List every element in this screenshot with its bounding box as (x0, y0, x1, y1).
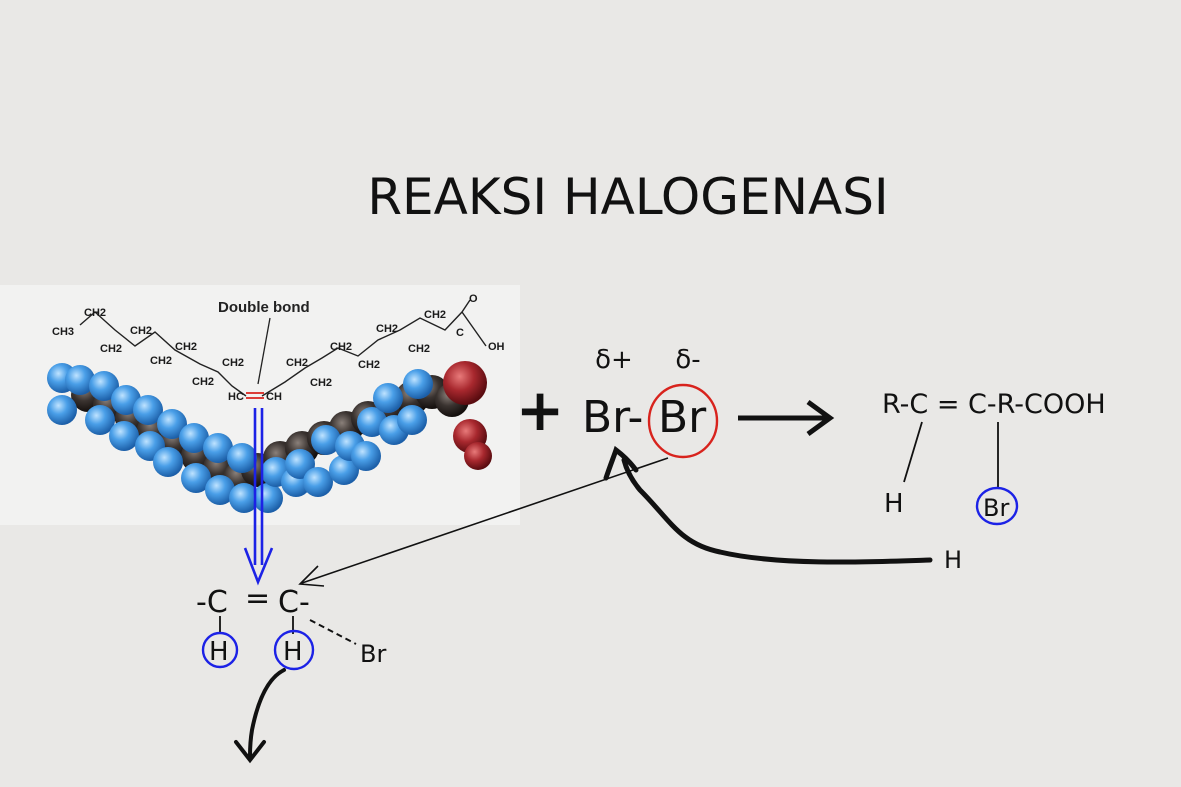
fragment-double-bond: = (245, 581, 270, 616)
blue-pointer-arrow (243, 408, 274, 586)
fragment-right-carbon: C- (278, 585, 310, 620)
fragment-hydrogen-1: H (209, 637, 229, 667)
chain-label: CH2 (408, 343, 430, 355)
hydrogen-atom (227, 443, 257, 473)
curved-arrow-leaving-head (234, 740, 266, 764)
hydrogen-atom (311, 425, 341, 455)
hydrogen-atom (89, 371, 119, 401)
hydrogen-atom (47, 395, 77, 425)
hydrogen-atom (109, 421, 139, 451)
chain-label: CH2 (130, 325, 152, 337)
skeletal-labels: CH3 CH2 CH2 CH2 CH2 CH2 CH2 CH2 HC CH CH… (52, 293, 505, 403)
chain-label: CH2 (175, 341, 197, 353)
oxygen-atom (464, 442, 492, 470)
curved-arrow-head (603, 445, 639, 481)
hydrogen-atom (303, 467, 333, 497)
curved-arrow-hydrogen-leaving (248, 668, 286, 758)
chain-label: CH2 (310, 377, 332, 389)
product-bond-h (903, 421, 923, 483)
chain-label: CH2 (358, 359, 380, 371)
hydrogen-atom (133, 395, 163, 425)
hydrogen-atom (403, 369, 433, 399)
hydrogen-atom (181, 463, 211, 493)
double-bond-label: Double bond (218, 299, 310, 316)
hydrogen-atom (329, 455, 359, 485)
chain-label: HC (228, 391, 244, 403)
hydrogen-atom (351, 441, 381, 471)
bromine-left: Br- (582, 392, 643, 443)
fragment-hydrogen-2: H (283, 637, 303, 667)
fragment-left-carbon: -C (196, 585, 228, 620)
chain-label: CH2 (100, 343, 122, 355)
fragment-dashed-bond-br (309, 619, 357, 645)
chain-label: CH2 (84, 307, 106, 319)
chain-label: CH2 (150, 355, 172, 367)
chain-label: CH2 (376, 323, 398, 335)
product-bromine: Br (983, 494, 1009, 522)
hydrogen-atom (397, 405, 427, 435)
chain-label: CH2 (286, 357, 308, 369)
fragment-bromine: Br (360, 640, 386, 668)
product-formula: R-C = C-R-COOH (882, 389, 1106, 420)
plus-sign: + (516, 376, 565, 444)
hydrogen-atom (203, 433, 233, 463)
carboxyl-carbon: C (456, 327, 464, 339)
bromide-attack-arrowhead (298, 565, 325, 587)
double-bond-mark (246, 392, 264, 399)
delta-minus: δ- (675, 345, 700, 375)
carboxyl-oxygen: O (469, 293, 478, 305)
hydrogen-atom (373, 383, 403, 413)
carboxyl-hydroxyl: OH (488, 341, 505, 353)
chain-label: CH2 (424, 309, 446, 321)
blue-circle-product-bromine (975, 486, 1019, 526)
page-title: REAKSI HALOGENASI (367, 168, 888, 226)
bromide-attack-arrow (301, 457, 669, 584)
blue-circle-hydrogen-1 (201, 631, 239, 669)
curved-arrow-hydrogen-attack (621, 457, 933, 565)
chain-label: CH2 (330, 341, 352, 353)
double-bond-pointer (257, 317, 271, 385)
delta-plus: δ+ (595, 345, 633, 375)
chain-label: CH2 (192, 376, 214, 388)
red-circle-bromine (647, 383, 719, 459)
oxygen-atom (443, 361, 487, 405)
hydrogen-atom (65, 365, 95, 395)
product-hydrogen: H (884, 489, 904, 519)
chain-label: CH3 (52, 326, 74, 338)
chain-label: CH (266, 391, 282, 403)
hydrogen-atom (153, 447, 183, 477)
blue-circle-hydrogen-2 (273, 629, 315, 671)
bromine-right: Br (658, 392, 707, 443)
incoming-hydrogen: H (944, 546, 962, 574)
hydrogen-atom (179, 423, 209, 453)
hydrogen-atom (229, 483, 259, 513)
chain-label: CH2 (222, 357, 244, 369)
reaction-arrow (738, 399, 835, 437)
skeletal-chain (79, 299, 487, 397)
space-filling-model (47, 361, 492, 513)
hydrogen-atom (205, 475, 235, 505)
hydrogen-atom (253, 483, 283, 513)
hydrogen-atom (157, 409, 187, 439)
hydrogen-atom (85, 405, 115, 435)
